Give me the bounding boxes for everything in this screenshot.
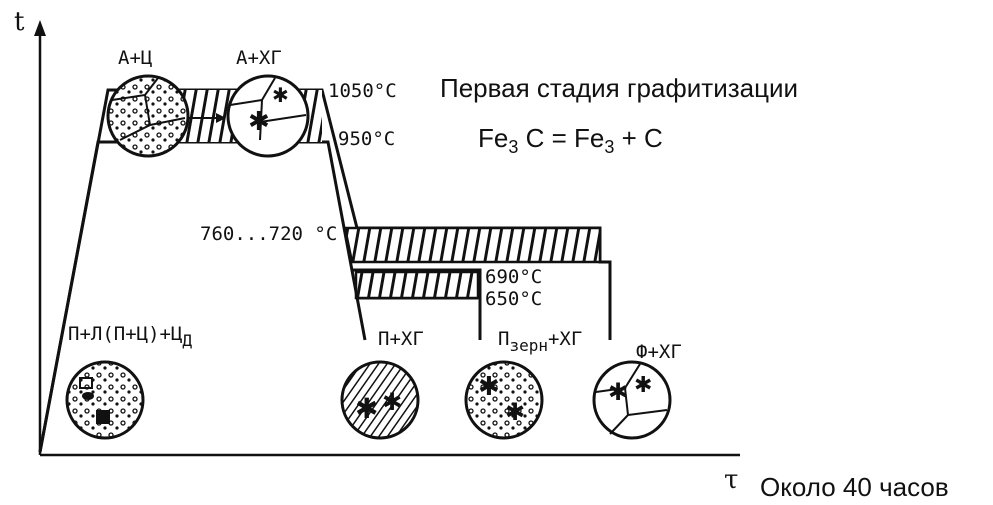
label-a-hg: А+ХГ	[236, 47, 282, 69]
temp-690: 690°C	[485, 266, 542, 288]
temp-760-720: 760...720 °C	[200, 223, 337, 245]
grain-boundaries-a-hg	[229, 77, 307, 141]
microstructure-initial	[65, 360, 145, 440]
x-axis-label: τ	[724, 465, 738, 495]
micrograph-pearlite	[340, 360, 420, 440]
grain-boundaries-ferrite	[595, 363, 668, 435]
stage-title: Первая стадия графитизации	[440, 73, 798, 103]
y-axis-label: t	[14, 7, 25, 37]
micrograph-initial	[65, 360, 145, 440]
label-granular-hg: Пзерн+ХГ	[498, 328, 582, 355]
transition-arrow	[188, 113, 226, 123]
graphite-flake: ✱	[272, 83, 289, 107]
label-pearlite-hg: П+ХГ	[378, 328, 424, 350]
graphite-flake: ✱	[608, 378, 628, 406]
band-690-650	[354, 270, 480, 300]
microstructure-a-c	[106, 74, 190, 158]
reaction-equation: Fe3 C = Fe3 + C	[478, 123, 663, 157]
temp-950: 950°C	[338, 128, 395, 150]
micrograph-granular	[464, 360, 544, 440]
microstructure-ferrite: ✱ ✱	[592, 360, 672, 440]
temp-1050: 1050°C	[328, 80, 397, 102]
temperature-labels: 1050°C 950°C 760...720 °C 690°C 650°C	[200, 80, 542, 310]
label-initial: П+Л(П+Ц)+ЦД	[68, 323, 192, 350]
microstructure-a-hg: ✱ ✱	[226, 74, 310, 158]
graphite-flake: ✱	[248, 107, 270, 137]
microstructure-granular: ✱ ✱	[464, 360, 544, 440]
graphite-flake: ✱	[478, 372, 500, 402]
grain-boundaries-a-c	[111, 77, 186, 141]
axes: t τ	[14, 7, 740, 495]
label-a-c: А+Ц	[118, 47, 152, 69]
y-axis-arrow	[34, 20, 46, 36]
band-760-720	[343, 226, 602, 264]
microstructure-pearlite: ✱ ✱	[340, 360, 420, 440]
structure-labels: А+Ц А+ХГ П+Л(П+Ц)+ЦД П+ХГ Пзерн+ХГ Ф+ХГ	[68, 47, 682, 363]
temp-650: 650°C	[485, 288, 542, 310]
micrograph-ferrite	[592, 360, 672, 440]
graphite-flake: ✱	[505, 398, 525, 426]
label-ferrite-hg: Ф+ХГ	[636, 341, 682, 363]
micrograph-a-hg	[226, 74, 310, 158]
graphite-flake: ✱	[355, 392, 378, 425]
graphite-flake: ✱	[382, 388, 402, 416]
step-690	[352, 268, 482, 340]
duration-note: Около 40 часов	[760, 472, 949, 502]
graphite-flake: ✱	[634, 373, 652, 398]
